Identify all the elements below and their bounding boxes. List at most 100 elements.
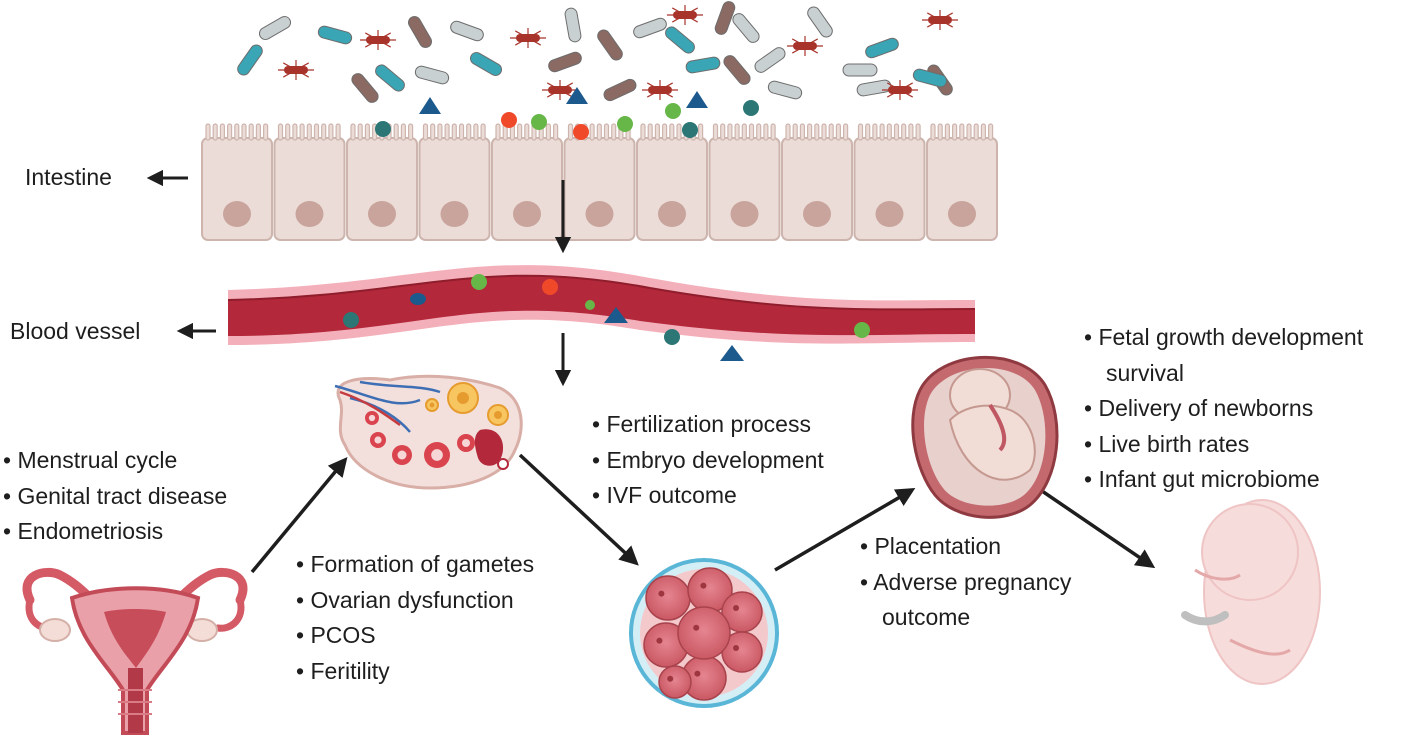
- infant-illustration: [1181, 499, 1321, 685]
- bacterium-rod: [564, 7, 582, 43]
- bacterium-flagellated: [787, 36, 823, 56]
- metabolite-triangle: [604, 307, 628, 323]
- nucleus: [513, 201, 541, 227]
- list-item: Feritility: [296, 654, 534, 690]
- bacterium-rod: [767, 80, 803, 100]
- list-item: Delivery of newborns: [1084, 391, 1363, 427]
- left-ovary: [39, 618, 71, 642]
- blastomere: [677, 606, 731, 660]
- microbial-metabolites: [375, 87, 759, 140]
- list-item: Ovarian dysfunction: [296, 583, 534, 619]
- bacterium-rod: [754, 47, 786, 73]
- bacterium-rod: [351, 73, 379, 103]
- bacterium-rod: [714, 1, 736, 35]
- bacterium-flagellated: [278, 60, 314, 80]
- nucleus: [585, 201, 614, 227]
- pregnancy-list: Placentation Adverse pregnancy outcome: [860, 529, 1071, 636]
- epithelial-cell: [853, 123, 926, 241]
- metabolite-dot: [501, 112, 517, 128]
- epithelial-cell: [563, 123, 636, 241]
- list-item: Infant gut microbiome: [1084, 462, 1363, 498]
- epithelial-cell: [418, 123, 491, 241]
- ovary-list: Formation of gametes Ovarian dysfunction…: [296, 547, 534, 689]
- list-item: PCOS: [296, 618, 534, 654]
- bacterium-flagellated: [510, 28, 546, 48]
- bacterium-rod: [258, 16, 292, 40]
- ovary-illustration: [334, 374, 523, 490]
- list-item: Fetal growth development: [1084, 320, 1363, 356]
- list-item-continuation: outcome: [882, 604, 971, 630]
- bacterium-rod: [912, 68, 948, 88]
- metabolite-triangle: [720, 345, 744, 361]
- intestine-label: Intestine: [25, 164, 112, 190]
- metabolite-dot: [531, 114, 547, 130]
- list-item: Genital tract disease: [3, 479, 227, 515]
- bacterium-rod: [375, 64, 405, 92]
- arrow-ovary-embryo: [518, 453, 639, 566]
- metabolite-oval: [410, 293, 426, 305]
- blood-vessel: [227, 265, 976, 361]
- list-item: Placentation: [860, 529, 1071, 565]
- nucleus: [368, 201, 396, 227]
- metabolite-dot: [471, 274, 487, 290]
- female-tract-list: Menstrual cycle Genital tract disease En…: [3, 443, 227, 550]
- epithelial-cell: [346, 123, 418, 241]
- metabolite-triangle: [419, 97, 441, 114]
- epithelial-cell: [636, 123, 708, 241]
- blastomere: [658, 665, 692, 699]
- blood-vessel-label: Blood vessel: [10, 318, 141, 344]
- infant-list: Fetal growth development survival Delive…: [1084, 320, 1363, 498]
- nucleus: [730, 201, 759, 227]
- list-item: Menstrual cycle: [3, 443, 227, 479]
- bacterium-rod: [807, 6, 833, 38]
- list-item-continuation: survival: [1106, 359, 1184, 386]
- bacterium-rod: [469, 52, 503, 76]
- epithelial-cell: [491, 123, 563, 241]
- metabolite-dot: [585, 300, 595, 310]
- nucleus: [875, 201, 904, 227]
- bacterium-rod: [548, 51, 582, 73]
- metabolite-dot: [573, 124, 589, 140]
- bacterium-flagellated: [642, 80, 678, 100]
- metabolite-triangle: [686, 91, 708, 108]
- bacterium-rod: [856, 79, 892, 97]
- fertilization-list: Fertilization process Embryo development…: [592, 407, 823, 514]
- bacterium-rod: [685, 56, 721, 74]
- metabolite-dot: [343, 312, 359, 328]
- list-item: Embryo development: [592, 443, 823, 479]
- nucleus: [295, 201, 324, 227]
- bacterium-flagellated: [882, 80, 918, 100]
- list-item: Live birth rates: [1084, 427, 1363, 463]
- bacterium-rod: [603, 78, 637, 102]
- list-item: Adverse pregnancy: [860, 565, 1071, 601]
- arrow-embryo-fetus: [774, 488, 916, 572]
- arrows: [146, 169, 1156, 574]
- epithelial-cell: [781, 123, 853, 241]
- metabolite-dot: [617, 116, 633, 132]
- metabolite-dot: [682, 122, 698, 138]
- epithelial-cell: [273, 123, 346, 241]
- epithelial-cell: [926, 123, 998, 241]
- bacterium-rod: [317, 25, 353, 45]
- bacterium-rod: [865, 37, 899, 59]
- blastomere: [645, 575, 691, 621]
- gut-bacteria: [237, 1, 958, 103]
- metabolite-dot: [665, 103, 681, 119]
- list-item: Formation of gametes: [296, 547, 534, 583]
- bacterium-rod: [414, 65, 450, 85]
- bacterium-flagellated: [360, 30, 396, 50]
- intestinal-epithelium: [201, 123, 998, 241]
- metabolite-dot: [743, 100, 759, 116]
- bacterium-rod: [665, 26, 695, 54]
- uterus-illustration: [22, 567, 248, 735]
- nucleus: [658, 201, 686, 227]
- bacterium-flagellated: [922, 10, 958, 30]
- list-item: Endometriosis: [3, 514, 227, 550]
- metabolite-triangle: [566, 87, 588, 104]
- bacterium-rod: [732, 13, 760, 43]
- bacterium-flagellated: [667, 5, 703, 25]
- bacterium-rod: [450, 20, 484, 42]
- bacterium-rod: [408, 15, 432, 49]
- bacterium-rod: [842, 63, 878, 77]
- bacterium-rod: [597, 29, 623, 61]
